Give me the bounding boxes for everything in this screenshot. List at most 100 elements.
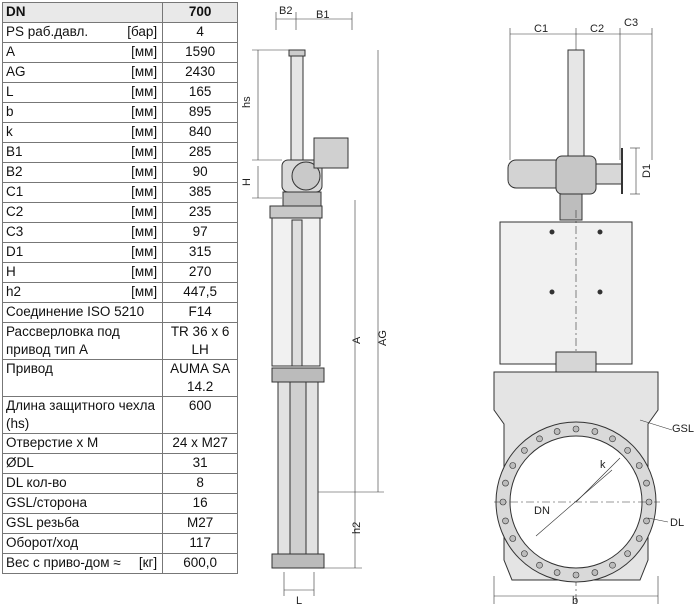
param-cell: Рассверловка под привод тип A <box>1 322 164 360</box>
param-name: C1 <box>6 184 24 199</box>
param-name: B2 <box>6 164 23 179</box>
header-value: 700 <box>162 2 238 23</box>
param-name: Соединение ISO 5210 <box>6 304 145 319</box>
table-row: [бар]PS раб.давл.4 <box>1 22 238 43</box>
table-row: Рассверловка под привод тип A TR 36 x 6 L… <box>1 322 238 360</box>
bolt-hole <box>591 569 599 576</box>
label-k: k <box>600 459 606 471</box>
label-a: A <box>351 336 363 344</box>
value-cell: 16 <box>162 493 238 514</box>
param-unit: [мм] <box>131 284 158 299</box>
value-cell: 385 <box>162 182 238 203</box>
value-cell: 840 <box>162 122 238 143</box>
bolt-hole <box>643 479 650 487</box>
table-header-row: DN 700 <box>1 2 238 23</box>
value-cell: 97 <box>162 222 238 243</box>
param-cell: DL кол-во <box>1 473 164 494</box>
param-name: Рассверловка под привод тип A <box>6 324 120 357</box>
bolt-hole <box>502 479 509 487</box>
bolt-hole <box>553 428 561 435</box>
bolt-hole <box>521 447 528 454</box>
label-h2: h2 <box>351 522 363 534</box>
label-b: b <box>572 595 578 607</box>
param-cell: [мм] B2 <box>1 162 164 183</box>
label-c2: C2 <box>590 23 604 35</box>
param-name: C2 <box>6 204 24 219</box>
label-dl: DL <box>670 517 684 529</box>
value-cell: 2430 <box>162 62 238 83</box>
label-h: H <box>241 178 253 186</box>
param-cell: [мм]C1 <box>1 182 164 203</box>
bolt-hole <box>521 550 528 557</box>
param-unit: [мм] <box>131 64 158 79</box>
param-unit: [мм] <box>131 104 158 119</box>
bolt-hole <box>643 517 650 525</box>
param-name: B1 <box>6 144 23 159</box>
param-name: GSL резьба <box>6 515 80 530</box>
label-dn: DN <box>534 505 550 517</box>
bolt-hole <box>635 535 643 542</box>
param-name: Вес с приво-дом ≈ <box>6 555 121 570</box>
value-cell: 315 <box>162 242 238 263</box>
param-cell: [мм]C3 <box>1 222 164 243</box>
param-name: DL кол-во <box>6 475 67 490</box>
bolt-hole <box>536 561 543 569</box>
bolt-hole <box>572 571 580 579</box>
param-cell: [мм]B1 <box>1 142 164 163</box>
bolt-hole <box>624 550 631 557</box>
value-cell: 895 <box>162 102 238 123</box>
value-cell: 447,5 <box>162 282 238 303</box>
value-cell: M27 <box>162 513 238 534</box>
label-d1: D1 <box>641 164 653 178</box>
valve-drawing: B2 B1 hs H A AG h2 L C1 C2 C3 D1 GSL k D… <box>241 5 694 607</box>
param-cell: Соединение ISO 5210 <box>1 302 164 323</box>
param-unit: [мм] <box>131 124 158 139</box>
param-name: H <box>6 264 16 279</box>
bolt-hole <box>624 447 631 454</box>
param-unit: [мм] <box>131 84 158 99</box>
value-cell: 24 x M27 <box>162 433 238 454</box>
value-cell: F14 <box>162 302 238 323</box>
param-cell: [мм]A <box>1 42 164 63</box>
bolt-hole <box>536 435 543 443</box>
bolt-hole <box>509 535 517 542</box>
param-unit: [мм] <box>131 44 158 59</box>
param-unit: [мм] <box>131 164 158 179</box>
value-cell: 600,0 <box>162 553 238 574</box>
param-cell: Привод <box>1 359 164 397</box>
param-cell: [мм]C2 <box>1 202 164 223</box>
table-row: [мм] H 270 <box>1 262 238 283</box>
value-cell: 270 <box>162 262 238 283</box>
param-cell: Длина защитного чехла (hs) <box>1 396 164 434</box>
value-cell: 285 <box>162 142 238 163</box>
table-row: GSL резьба M27 <box>1 513 238 534</box>
bolt-hole <box>609 561 616 569</box>
param-cell: [кг]Вес с приво-дом ≈ <box>1 553 164 574</box>
param-unit: [бар] <box>127 24 158 39</box>
param-cell: [мм] L <box>1 82 164 103</box>
value-cell: 600 <box>162 396 238 434</box>
bolt-hole <box>591 428 599 435</box>
label-l: L <box>296 595 302 607</box>
param-cell: Оборот/ход <box>1 533 164 554</box>
bolt-hole <box>609 435 616 443</box>
param-cell: [бар]PS раб.давл. <box>1 22 164 43</box>
table-row: [кг]Вес с приво-дом ≈600,0 <box>1 553 238 574</box>
param-cell: [мм]D1 <box>1 242 164 263</box>
param-unit: [мм] <box>131 264 158 279</box>
value-cell: TR 36 x 6 LH <box>162 322 238 360</box>
param-name: h2 <box>6 284 22 299</box>
value-cell: 31 <box>162 453 238 474</box>
param-name: Оборот/ход <box>6 535 79 550</box>
param-name: L <box>6 84 14 99</box>
